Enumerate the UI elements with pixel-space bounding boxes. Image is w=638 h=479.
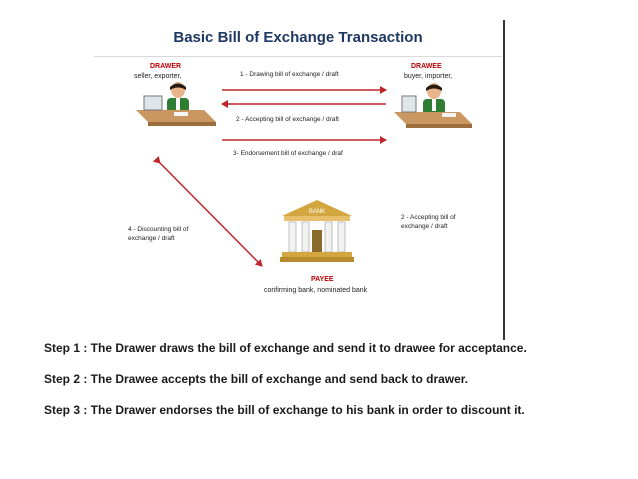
steps-list: Step 1 : The Drawer draws the bill of ex… <box>44 338 634 421</box>
bank-illustration: BANK <box>280 200 354 262</box>
bank-sign: BANK <box>309 209 325 215</box>
step-2: Step 2 : The Drawee accepts the bill of … <box>44 372 469 386</box>
figure-border <box>503 20 505 340</box>
title-divider <box>94 56 502 57</box>
arrow-label-drawing: 1 - Drawing bill of exchange / draft <box>240 71 339 78</box>
step-3: Step 3 : The Drawer endorses the bill of… <box>44 403 525 417</box>
drawee-title: DRAWEE <box>411 63 442 70</box>
step-1: Step 1 : The Drawer draws the bill of ex… <box>44 341 527 355</box>
diagram-title: Basic Bill of Exchange Transaction <box>173 29 423 46</box>
drawer-title: DRAWER <box>150 63 182 70</box>
drawer-illustration <box>136 82 216 126</box>
payee-title: PAYEE <box>311 276 334 283</box>
arrow-discounting <box>152 155 263 267</box>
arrow-label-accepting-right: 2 - Accepting bill of exchange / draft <box>401 214 456 230</box>
drawee-subtitle: buyer, importer, <box>404 73 453 80</box>
drawee-illustration <box>394 83 472 128</box>
payee-subtitle: confirming bank, nominated bank <box>264 287 368 294</box>
arrow-label-accepting: 2 - Accepting bill of exchange / draft <box>236 116 339 123</box>
arrow-label-endorsement: 3- Endorsement bill of exchange / draf <box>233 150 343 157</box>
drawer-subtitle: seller, exporter, <box>134 73 182 80</box>
